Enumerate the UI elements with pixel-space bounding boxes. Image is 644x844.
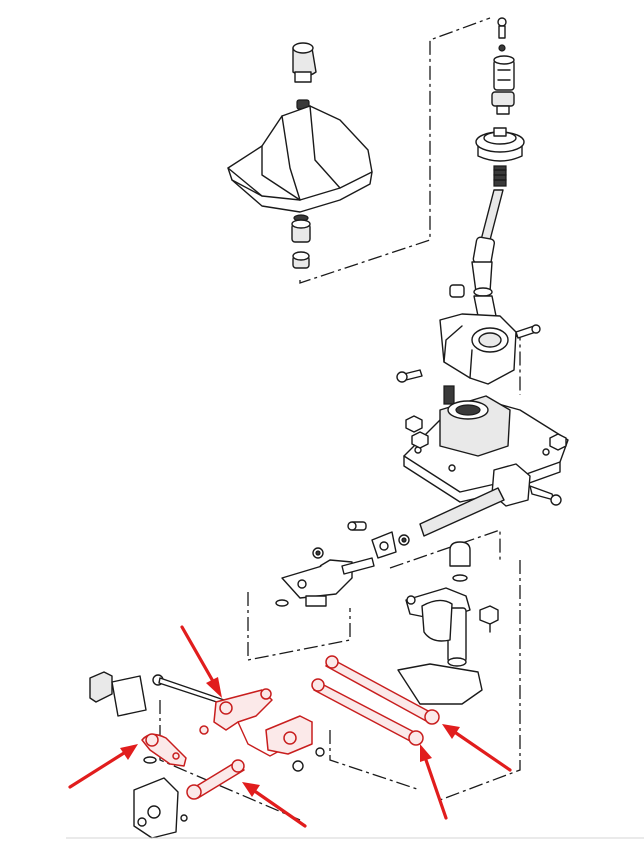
mid-bracket-assembly xyxy=(281,557,375,607)
lever-housing xyxy=(439,313,517,385)
upper-left-lever xyxy=(199,688,313,757)
base-plate-nuts xyxy=(405,415,567,451)
lever-top-bolt xyxy=(497,17,507,52)
arrow-upper-left xyxy=(180,625,222,698)
long-link-rod-2 xyxy=(325,655,440,725)
lever-shaft xyxy=(449,189,504,317)
small-nuts xyxy=(292,747,325,772)
shift-boot xyxy=(227,105,373,213)
lever-spring xyxy=(493,165,507,187)
reverse-cap-nut xyxy=(449,541,471,582)
arrow-bottom-right xyxy=(420,744,448,820)
boot-bushings xyxy=(291,214,311,269)
arrow-lower-middle xyxy=(242,782,307,828)
housing-spring xyxy=(443,385,455,405)
lower-bracket xyxy=(133,777,188,839)
shift-knob xyxy=(292,42,317,110)
housing-bolts xyxy=(396,324,541,383)
small-link-rod xyxy=(186,759,245,800)
reverse-bracket-assembly xyxy=(405,587,499,667)
lever-upper-sleeve xyxy=(491,55,515,115)
lower-bracket-washer xyxy=(143,756,157,764)
long-link-rod-1 xyxy=(311,678,424,746)
reverse-base-plate xyxy=(397,663,483,705)
selector-rod-hardware xyxy=(347,521,410,559)
selector-rod-bracket xyxy=(419,463,562,537)
gearshift-base-plate xyxy=(403,395,569,503)
left-lever xyxy=(141,733,187,767)
arrow-left xyxy=(68,744,138,789)
arrow-right xyxy=(442,724,512,772)
rubber-pad xyxy=(89,671,147,717)
lever-ring-collar xyxy=(475,127,525,162)
mid-small-washers xyxy=(275,547,324,607)
